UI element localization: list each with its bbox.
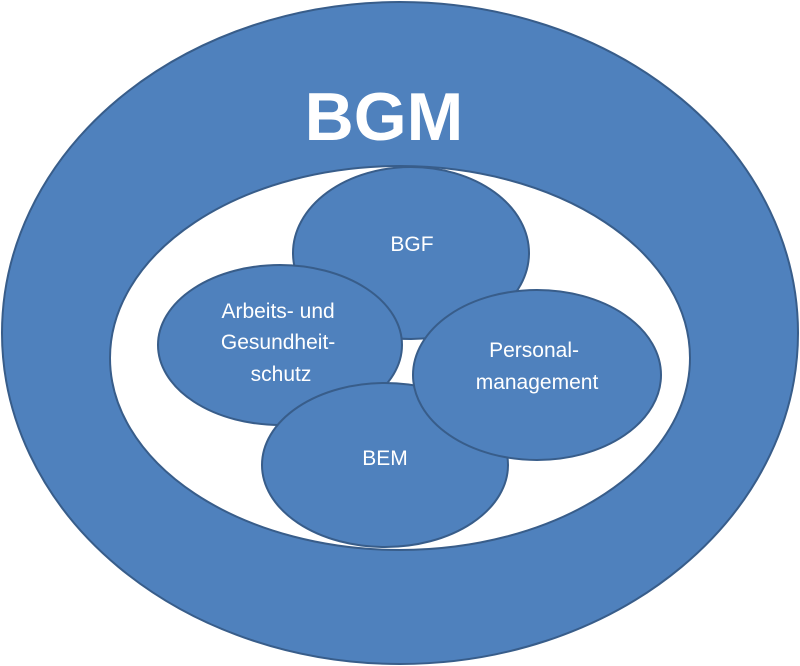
personalmanagement-label-line-2: management <box>476 371 599 394</box>
personalmanagement-label-line-1: Personal- <box>489 339 579 362</box>
bgf-label: BGF <box>390 233 433 256</box>
personalmanagement-ellipse <box>412 289 662 461</box>
bgm-title: BGM <box>305 79 464 155</box>
arbeitsschutz-label-line-2: Gesundheit- <box>221 331 335 354</box>
arbeitsschutz-label: Arbeits- und Gesundheit- schutz <box>221 300 341 386</box>
bgf-label-line: BGF <box>390 233 433 256</box>
bem-label: BEM <box>362 447 408 470</box>
arbeitsschutz-label-line-1: Arbeits- und <box>221 300 334 323</box>
personalmanagement-label: Personal- management <box>476 339 599 394</box>
bem-label-line: BEM <box>362 447 408 470</box>
arbeitsschutz-label-line-3: schutz <box>251 363 312 386</box>
